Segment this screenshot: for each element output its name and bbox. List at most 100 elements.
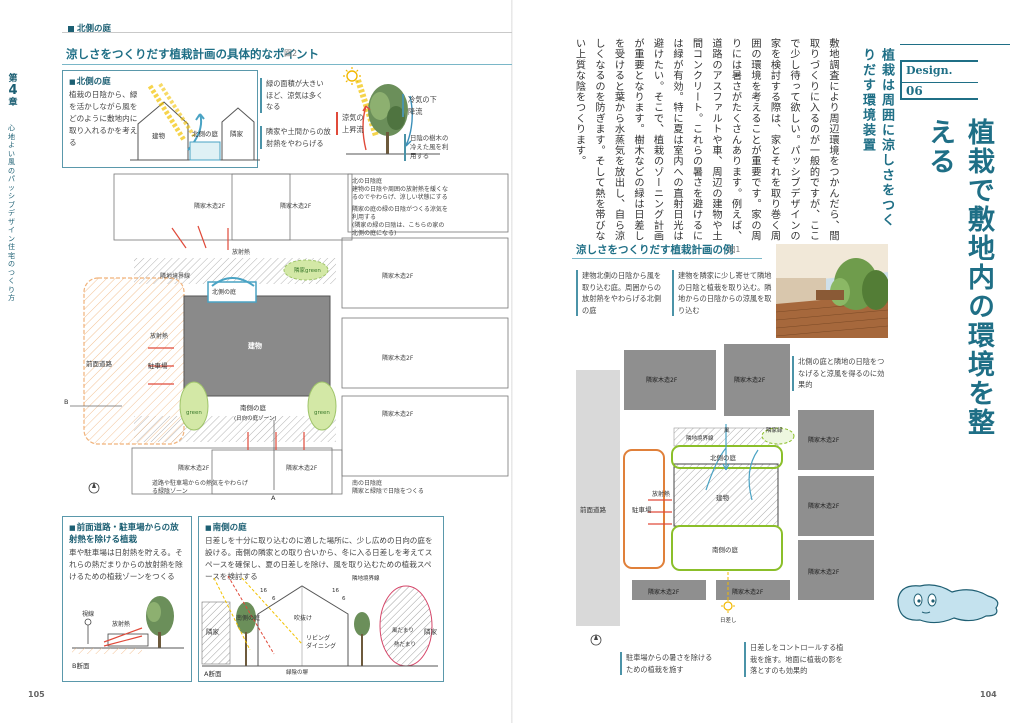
a-label-angle2: 6 [272, 596, 276, 602]
front-box-body: 車や駐車場は日射熱を貯える。それらの熱だまりからの放射熱を除けるための植栽ゾーン… [69, 548, 183, 581]
rplan-label-parking: 駐車場 [632, 505, 652, 514]
plan-label-building: 建物 [248, 341, 262, 350]
north-box-heading: 北側の庭 [63, 71, 257, 89]
figure-title-rule [62, 64, 512, 65]
chapter-title: 心地よい風のパッシブデザイン住宅のつくり方 [8, 124, 15, 302]
rplan-label-n6: 隣家木造2F [648, 588, 680, 596]
cool-air-rising: 涼気の上昇流 [336, 112, 370, 135]
rplan-south-garden [671, 525, 783, 571]
plan-label-south-garden: 南側の庭 [240, 403, 267, 412]
design-rule-top [900, 44, 1010, 45]
plan-mark-b: B [64, 398, 68, 406]
body-text: 敷地調査により周辺環境をつかんだら、間取りづくりに入るのが一般的ですが、ここで少… [573, 38, 839, 242]
callout-north-garden: 建物北側の日陰から風を取り込む庭。周囲からの放射熱をやわらげる北側の庭 [576, 270, 666, 316]
plan-label-neighbor-r2: 隣家木造2F [382, 354, 414, 362]
plan-note-top-4: (隣家の緑の日陰は、こちらの家の北側の庭になる) [352, 222, 445, 237]
rplan-neighbor-7 [716, 580, 790, 600]
sub-title: 植栽は周囲に涼しさをつくりだす環境装置 [860, 48, 894, 228]
callout-neighbor: 建物を隣家に少し寄せて隣地の日陰と植栽を取り込む。隣地からの日陰からの涼風を取り… [672, 270, 772, 316]
right-page-number: 104 [980, 690, 997, 699]
rplan-parking [623, 449, 665, 569]
plan-label-neighbor-tm: 隣家木造2F [280, 202, 312, 210]
plan-label-neighbor-r1: 隣家木造2F [382, 272, 414, 280]
north-box-body: 植栽の日陰から、緑を活かしながら風をどのように敷地内に取り入れるかを考える [69, 90, 138, 147]
chapter-suffix: 章 [8, 98, 18, 108]
plan-note-top-3: 隣家の庭の緑の日陰がつくる涼気を利用する [352, 206, 448, 221]
plan-note-top-1: 北の日陰庭 [352, 178, 383, 185]
callout-sunlight: 日差しをコントロールする植栽を施す。地面に植栽の影を落とすのも効果的 [744, 642, 844, 677]
rplan-label-n1: 隣家木造2F [646, 376, 678, 384]
rplan-label-n3: 隣家木造2F [808, 436, 840, 444]
north-label-neighbor: 隣家 [230, 129, 244, 138]
right-figure-number: 図1 [728, 245, 741, 254]
north-section-diagram: 建物 北側の庭 隣家 [130, 82, 260, 161]
plan-note-bottom-3: 隣家と緑陰で日陰をつくる [352, 488, 424, 495]
rplan-neighbor-1 [624, 350, 716, 410]
a-section-diagram: 隣家 隣家 南側の庭 吹抜け リビング ダイニング A断面 緑陰の塀 隣地境界線… [201, 574, 438, 678]
plan-label-radiant-heat: 放射熱 [232, 248, 250, 256]
figure-title: 涼しさをつくりだす植栽計画の具体的なポイント [66, 47, 319, 61]
a-label-wall-planting: 緑陰の塀 [286, 668, 309, 676]
plan-note-top-2: 建物の日陰や周囲の放射熱を緩くなるのでやわらげ、涼しい状態にする [352, 186, 449, 201]
b-label-sight: 視線 [82, 610, 94, 618]
rplan-label-radiant-heat: 放射熱 [652, 490, 670, 498]
callout-connect: 北側の庭と隣地の日陰をつなげると涼風を得るのに効果的 [792, 356, 888, 391]
design-number: 06 [906, 84, 923, 98]
section-rule [62, 32, 512, 33]
rplan-label-sun: 日差し [720, 616, 737, 624]
north-label-building: 建物 [152, 131, 166, 140]
a-label-section: A断面 [204, 669, 222, 678]
a-label-angle4: 6 [342, 596, 346, 602]
rplan-label-building: 建物 [716, 493, 730, 502]
rplan-label-south-garden: 南側の庭 [712, 545, 739, 554]
plan-label-green-r: green [314, 410, 330, 416]
design-tag [900, 60, 978, 100]
rplan-neighbor-6 [632, 580, 706, 600]
plan-label-neighbor-r3: 隣家木造2F [382, 410, 414, 418]
rplan-label-n7: 隣家木造2F [732, 588, 764, 596]
plan-label-neighbor-green: 隣家green [294, 266, 321, 274]
cool-air-shade: 日陰の樹木の冷えた風を利用する [404, 134, 452, 161]
cool-air-falling: 冷気の下降流 [402, 94, 442, 117]
rplan-label-front-road: 前面道路 [580, 505, 607, 514]
page-gutter [511, 0, 513, 723]
rplan-building [673, 463, 779, 527]
a-label-angle3: 16 [332, 588, 339, 594]
b-label-heat: 放射熱 [112, 620, 130, 628]
plan-note-bottom-1: 道路や駐車場からの熱気をやわらげる緑陰ゾーン [152, 480, 249, 495]
plan-building [183, 295, 331, 397]
plan-label-border: 隣地境界線 [160, 272, 190, 280]
rplan-label-n4: 隣家木造2F [808, 502, 840, 510]
garden-photo [776, 244, 888, 338]
plan-label-radiant-heat2: 放射熱 [150, 332, 168, 340]
a-label-border: 隣地境界線 [352, 574, 380, 582]
figure-number: 図2 [284, 49, 298, 58]
rplan-label-n2: 隣家木造2F [734, 376, 766, 384]
north-note-2: 隣家や土間からの放射熱をやわらげる [260, 126, 334, 149]
a-label-heat-zone: 熱だまり [394, 640, 416, 648]
north-note-1: 緑の面積が大きいほど、涼気は多くなる [260, 78, 330, 113]
plan-label-neighbor-b2: 隣家木造2F [286, 464, 318, 472]
front-road-box: 前面道路・駐車場からの放射熱を除ける植栽 車や駐車場は日射熱を貯える。それらの熱… [62, 516, 192, 682]
rplan-label-wind: 風 [724, 427, 730, 434]
a-label-shade-heat: 風だまり [392, 627, 414, 634]
front-box-heading: 前面道路・駐車場からの放射熱を除ける植栽 [63, 517, 191, 547]
sun-icon [721, 599, 735, 613]
north-arrow-icon [590, 634, 602, 646]
section-label: 北側の庭 [68, 22, 111, 34]
chapter-number: 4 [8, 83, 18, 98]
rplan-label-neighbor-green: 隣家緑 [766, 426, 783, 434]
b-label-section: B断面 [72, 661, 90, 670]
b-section-diagram: 視線 放射熱 B断面 [72, 596, 184, 670]
rplan-label-n5: 隣家木造2F [808, 568, 840, 576]
plan-label-green-l: green [186, 410, 202, 416]
plan-label-parking: 駐車場 [148, 361, 168, 370]
rplan-neighbor-2 [724, 344, 790, 416]
a-label-dining: ダイニング [306, 642, 336, 650]
rplan-label-border: 隣地境界線 [686, 434, 714, 442]
a-label-neighbor-r: 隣家 [424, 627, 438, 636]
rplan-road [576, 370, 620, 626]
design-rule-mid [900, 82, 978, 83]
rplan-label-north-garden: 北側の庭 [710, 453, 737, 462]
